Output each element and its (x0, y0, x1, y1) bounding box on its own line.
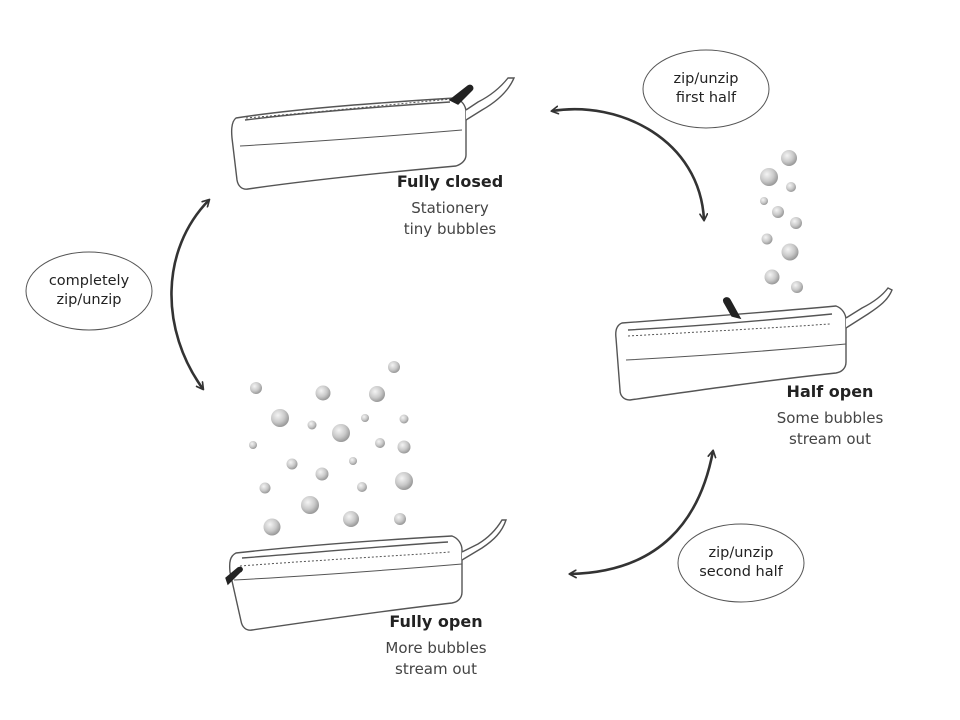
label-fully-closed: Fully closed Stationery tiny bubbles (380, 171, 520, 240)
transition-first-half-line1: zip/unzip (673, 71, 739, 87)
state-desc-half-open-1: Some bubbles (776, 409, 884, 427)
transition-second-half: zip/unzip second half (681, 544, 801, 582)
state-desc-fully-open-2: stream out (395, 660, 477, 678)
arrow-closed-half (552, 109, 704, 220)
pouch-half-open (615, 287, 893, 401)
pouch-fully-closed (230, 77, 516, 190)
state-title-half-open: Half open (786, 382, 874, 401)
ellipse-complete (25, 251, 153, 331)
state-title-fully-open: Fully open (389, 612, 483, 631)
transition-complete: completely zip/unzip (29, 272, 149, 310)
transition-first-half: zip/unzip first half (646, 70, 766, 108)
arrow-closed-open (170, 200, 209, 389)
state-desc-fully-closed-2: tiny bubbles (403, 220, 497, 238)
bubbles-fully-open (249, 361, 413, 536)
ellipse-second-half (677, 523, 805, 603)
state-desc-half-open-2: stream out (789, 430, 871, 448)
transition-complete-line2: zip/unzip (56, 292, 122, 308)
label-half-open: Half open Some bubbles stream out (760, 381, 900, 450)
arrow-half-open (570, 451, 713, 574)
transition-second-half-line2: second half (699, 564, 783, 580)
ellipse-first-half (642, 49, 770, 129)
bubbles-half-open (760, 150, 803, 293)
transition-second-half-line1: zip/unzip (708, 545, 774, 561)
state-desc-fully-closed-1: Stationery (411, 199, 489, 217)
pouch-fully-open (225, 519, 507, 631)
state-title-fully-closed: Fully closed (396, 172, 504, 191)
transition-first-half-line2: first half (675, 90, 737, 106)
transition-complete-line1: completely (48, 273, 130, 289)
label-fully-open: Fully open More bubbles stream out (366, 611, 506, 680)
state-desc-fully-open-1: More bubbles (385, 639, 487, 657)
